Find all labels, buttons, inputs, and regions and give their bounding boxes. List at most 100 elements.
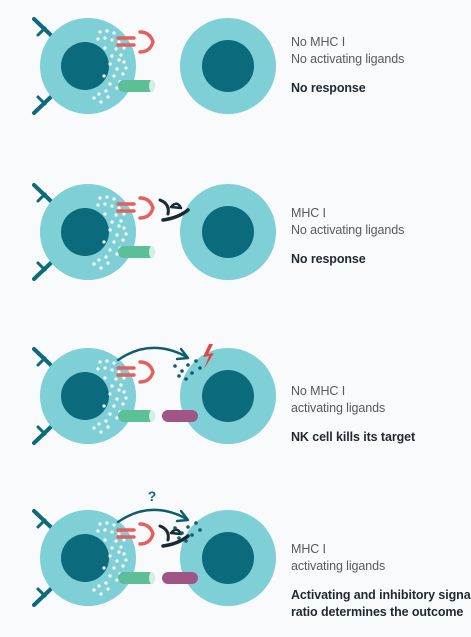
condition-mhc: MHC I (291, 206, 326, 220)
granule (105, 359, 109, 363)
granule (105, 521, 109, 525)
condition-mhc: No MHC I (291, 35, 346, 49)
granule (104, 255, 108, 259)
released-granule (184, 539, 188, 543)
mhc-arm (158, 524, 170, 542)
granule (108, 248, 112, 252)
nk-cell-nucleus (61, 208, 109, 256)
granule (96, 529, 100, 533)
granule (117, 58, 121, 62)
receptor-tail-branch (36, 261, 47, 272)
released-granule (198, 366, 202, 370)
outcome-line: NK cell kills its target (291, 430, 416, 444)
target-cell-nucleus (202, 532, 254, 584)
released-granule (173, 526, 177, 530)
condition-ligands: activating ligands (291, 401, 386, 415)
granule (103, 202, 107, 206)
granule-dots (92, 359, 128, 434)
receptor-tail-branch (36, 192, 47, 203)
nk-cell-nucleus (61, 372, 109, 420)
granule (102, 74, 106, 78)
outcome-line: Activating and inhibitory signal (291, 588, 471, 602)
panel-4: ? (32, 488, 276, 607)
granule (106, 95, 110, 99)
receptor-tail-branch (36, 518, 47, 529)
granule (122, 226, 126, 230)
released-granule (186, 525, 190, 529)
granule (121, 564, 125, 568)
granule (99, 592, 103, 596)
granule (96, 37, 100, 41)
receptor-tail-branch (36, 95, 47, 106)
mhc-class-i (158, 198, 190, 222)
nk-cell (32, 183, 155, 281)
granule (122, 46, 126, 50)
outcome-line: No response (291, 81, 366, 95)
granule (124, 232, 128, 236)
granule (108, 554, 112, 558)
released-granule (173, 364, 177, 368)
nk-cell (32, 347, 155, 445)
granule (115, 67, 119, 71)
target-cell (180, 18, 276, 114)
granule (119, 219, 123, 223)
released-granule (190, 533, 194, 537)
target-cell (162, 348, 276, 444)
granule (99, 100, 103, 104)
granule (108, 82, 112, 86)
granule (97, 584, 101, 588)
receptor-tail-branch (36, 26, 47, 37)
target-cell-nucleus (202, 206, 254, 258)
granule-dots (92, 521, 128, 596)
granule (121, 72, 125, 76)
nk-cell-nucleus (61, 42, 109, 90)
granule (119, 545, 123, 549)
granule (112, 240, 116, 244)
inhibitory-receptor (116, 196, 155, 220)
granule (112, 74, 116, 78)
granule-dots (92, 29, 128, 104)
inhibitory-receptor (116, 30, 155, 54)
granule (112, 361, 116, 365)
nk-cell-nucleus (61, 534, 109, 582)
granule (115, 397, 119, 401)
inhibitory-receptor (116, 522, 155, 546)
outcome: No response (291, 80, 404, 97)
granule (110, 368, 114, 372)
granule (96, 367, 100, 371)
granule (108, 574, 112, 578)
granule (102, 566, 106, 570)
inhibitory-receptor (116, 360, 155, 384)
granule (114, 539, 118, 543)
granule (112, 31, 116, 35)
inhibitory-receptor-cup (138, 30, 155, 54)
arrow-shaft (116, 508, 187, 524)
released-granule (184, 377, 188, 381)
granule (112, 566, 116, 570)
nk-cell (32, 17, 155, 115)
mhc-groove (169, 528, 183, 536)
granule (102, 240, 106, 244)
granule (119, 53, 123, 57)
granule (98, 30, 102, 34)
granule (115, 86, 119, 90)
released-granule (198, 528, 202, 532)
granule (115, 559, 119, 563)
granule (99, 266, 103, 270)
granule (104, 89, 108, 93)
activating-receptor (118, 80, 155, 92)
released-granules (173, 359, 202, 381)
granule (102, 404, 106, 408)
condition-mhc: MHC I (291, 542, 326, 556)
activating-receptor-tip (149, 80, 155, 92)
granule (117, 532, 121, 536)
granule (97, 422, 101, 426)
arrow-head (175, 509, 190, 523)
receptor-tail-branch (36, 587, 47, 598)
target-cell-nucleus (202, 370, 254, 422)
granule (110, 204, 114, 208)
granule (92, 262, 96, 266)
granule (104, 581, 108, 585)
